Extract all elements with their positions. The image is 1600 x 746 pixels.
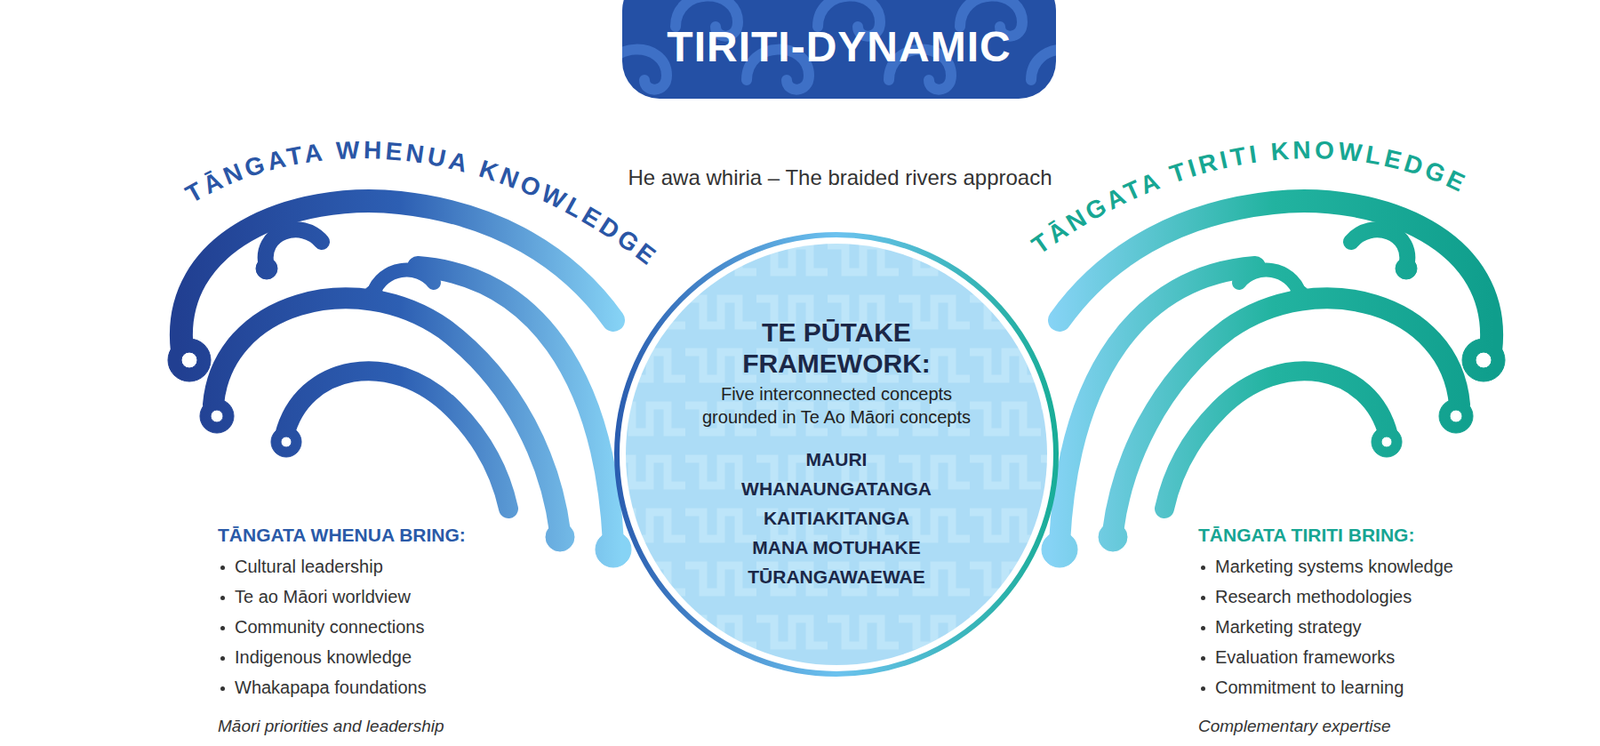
circle-heading: TE PŪTAKE FRAMEWORK: bbox=[716, 317, 957, 379]
outer-ring bbox=[616, 234, 1056, 674]
right-wing bbox=[1041, 200, 1505, 568]
title-banner: TIRITI-DYNAMIC bbox=[622, 0, 1056, 99]
subtitle: He awa whiria – The braided rivers appro… bbox=[573, 165, 1107, 191]
group-heading: TĀNGATA TIRITI BRING: bbox=[1198, 524, 1415, 546]
group-heading: TĀNGATA WHENUA BRING: bbox=[217, 524, 466, 546]
bullet-item: Marketing strategy bbox=[1199, 616, 1362, 638]
bullet-item: Marketing systems knowledge bbox=[1199, 556, 1454, 577]
arc-heading: TĀNGATA WHENUA KNOWLEDGE bbox=[181, 136, 664, 272]
bullet-item: Te ao Māori worldview bbox=[218, 586, 411, 608]
concept-item: MAURI bbox=[806, 444, 868, 474]
bullet-item: Community connections bbox=[218, 616, 424, 638]
bullet-item: Cultural leadership bbox=[218, 556, 384, 577]
concept-item: WHANAUNGATANGA bbox=[741, 473, 932, 504]
inner-disc bbox=[625, 243, 1048, 665]
bullet-item: Commitment to learning bbox=[1199, 677, 1404, 698]
bullet-item: Whakapapa foundations bbox=[218, 677, 427, 698]
bullet-item: Research methodologies bbox=[1199, 586, 1412, 608]
concept-item: MANA MOTUHAKE bbox=[752, 532, 920, 562]
framework-circle: TE PŪTAKE FRAMEWORK:Five interconnected … bbox=[614, 232, 1059, 677]
arc-heading: TĀNGATA TIRITI KNOWLEDGE bbox=[1026, 136, 1472, 260]
arc-text-path: TĀNGATA WHENUA KNOWLEDGE bbox=[181, 136, 664, 272]
bullet-item: Evaluation frameworks bbox=[1199, 647, 1395, 668]
koru-stroke bbox=[1031, 49, 1056, 90]
arc-text-path: TĀNGATA TIRITI KNOWLEDGE bbox=[1026, 136, 1472, 260]
koru-stroke bbox=[622, 49, 667, 90]
concept-item: KAITIAKITANGA bbox=[763, 503, 910, 533]
title: TIRITI-DYNAMIC bbox=[622, 0, 1056, 72]
group-note: Māori priorities and leadership bbox=[217, 716, 445, 736]
left-wing bbox=[168, 200, 632, 568]
circle-content: TE PŪTAKE FRAMEWORK:Five interconnected … bbox=[614, 232, 1059, 677]
group-note: Complementary expertise bbox=[1198, 716, 1391, 736]
circle-description: Five interconnected concepts grounded in… bbox=[685, 382, 988, 429]
concept-item: TŪRANGAWAEWAE bbox=[747, 561, 926, 592]
bullet-item: Indigenous knowledge bbox=[218, 647, 412, 668]
